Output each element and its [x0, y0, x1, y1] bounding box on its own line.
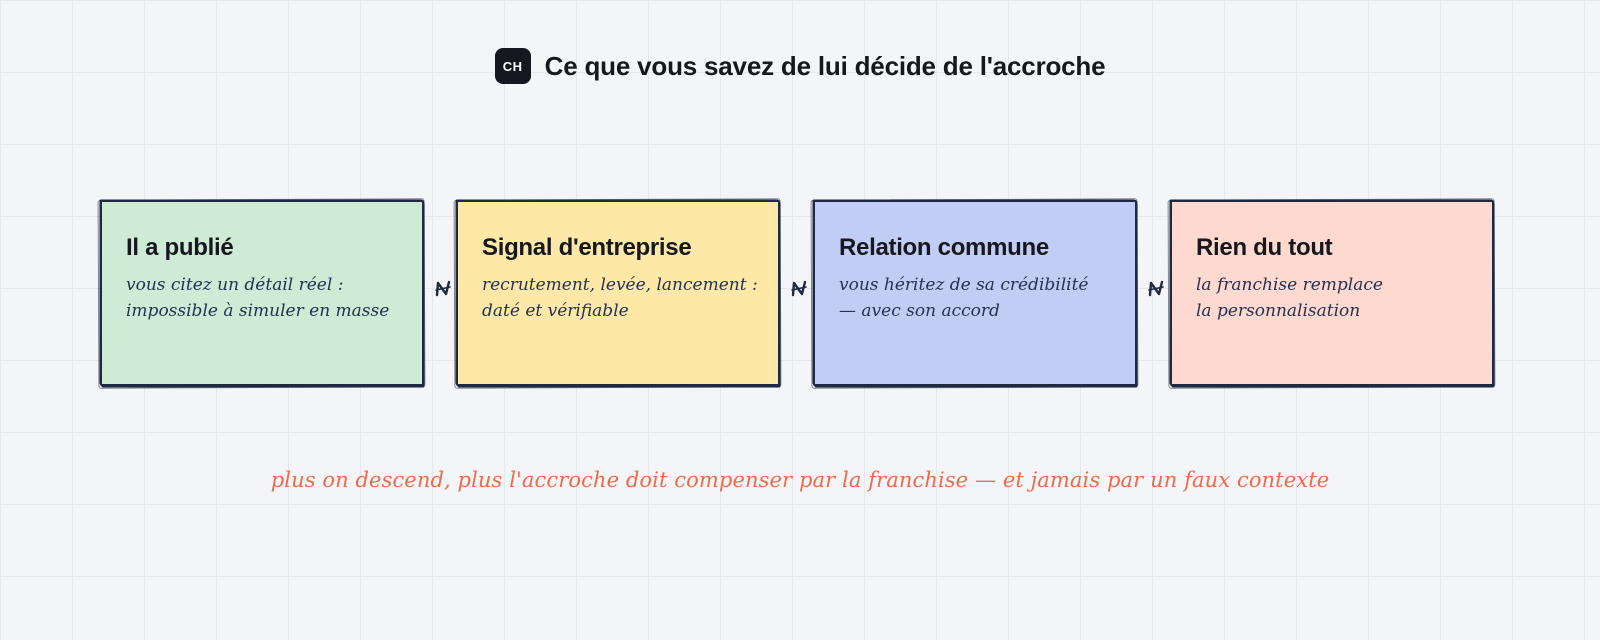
footnote: plus on descend, plus l'accroche doit co…: [270, 468, 1330, 492]
sketch-arrow-icon: [1148, 280, 1164, 297]
logo-badge: CH: [494, 48, 531, 84]
step-box-mutual-relation: Relation commune vous héritez de sa créd…: [813, 200, 1137, 386]
page-title: Ce que vous savez de lui décide de l'acc…: [544, 50, 1106, 81]
step-description: vous citez un détail réel : impossible à…: [126, 275, 390, 321]
step-box-company-signal: Signal d'entreprise recrutement, levée, …: [456, 200, 780, 386]
step-description: recrutement, levée, lancement : daté et …: [482, 275, 758, 321]
step-description: la franchise remplace la personnalisatio…: [1196, 275, 1383, 321]
step-box-published: Il a publié vous citez un détail réel : …: [100, 200, 424, 386]
step-description: vous héritez de sa crédibilité — avec so…: [839, 275, 1089, 321]
sketch-arrow-icon: [791, 280, 807, 297]
step-title: Relation commune: [839, 234, 1049, 261]
sketch-arrow-icon: [435, 280, 451, 297]
step-box-nothing: Rien du tout la franchise remplace la pe…: [1170, 200, 1494, 386]
header: CH Ce que vous savez de lui décide de l'…: [0, 48, 1600, 84]
step-title: Signal d'entreprise: [482, 234, 692, 261]
step-title: Rien du tout: [1196, 234, 1333, 261]
step-title: Il a publié: [126, 234, 234, 261]
